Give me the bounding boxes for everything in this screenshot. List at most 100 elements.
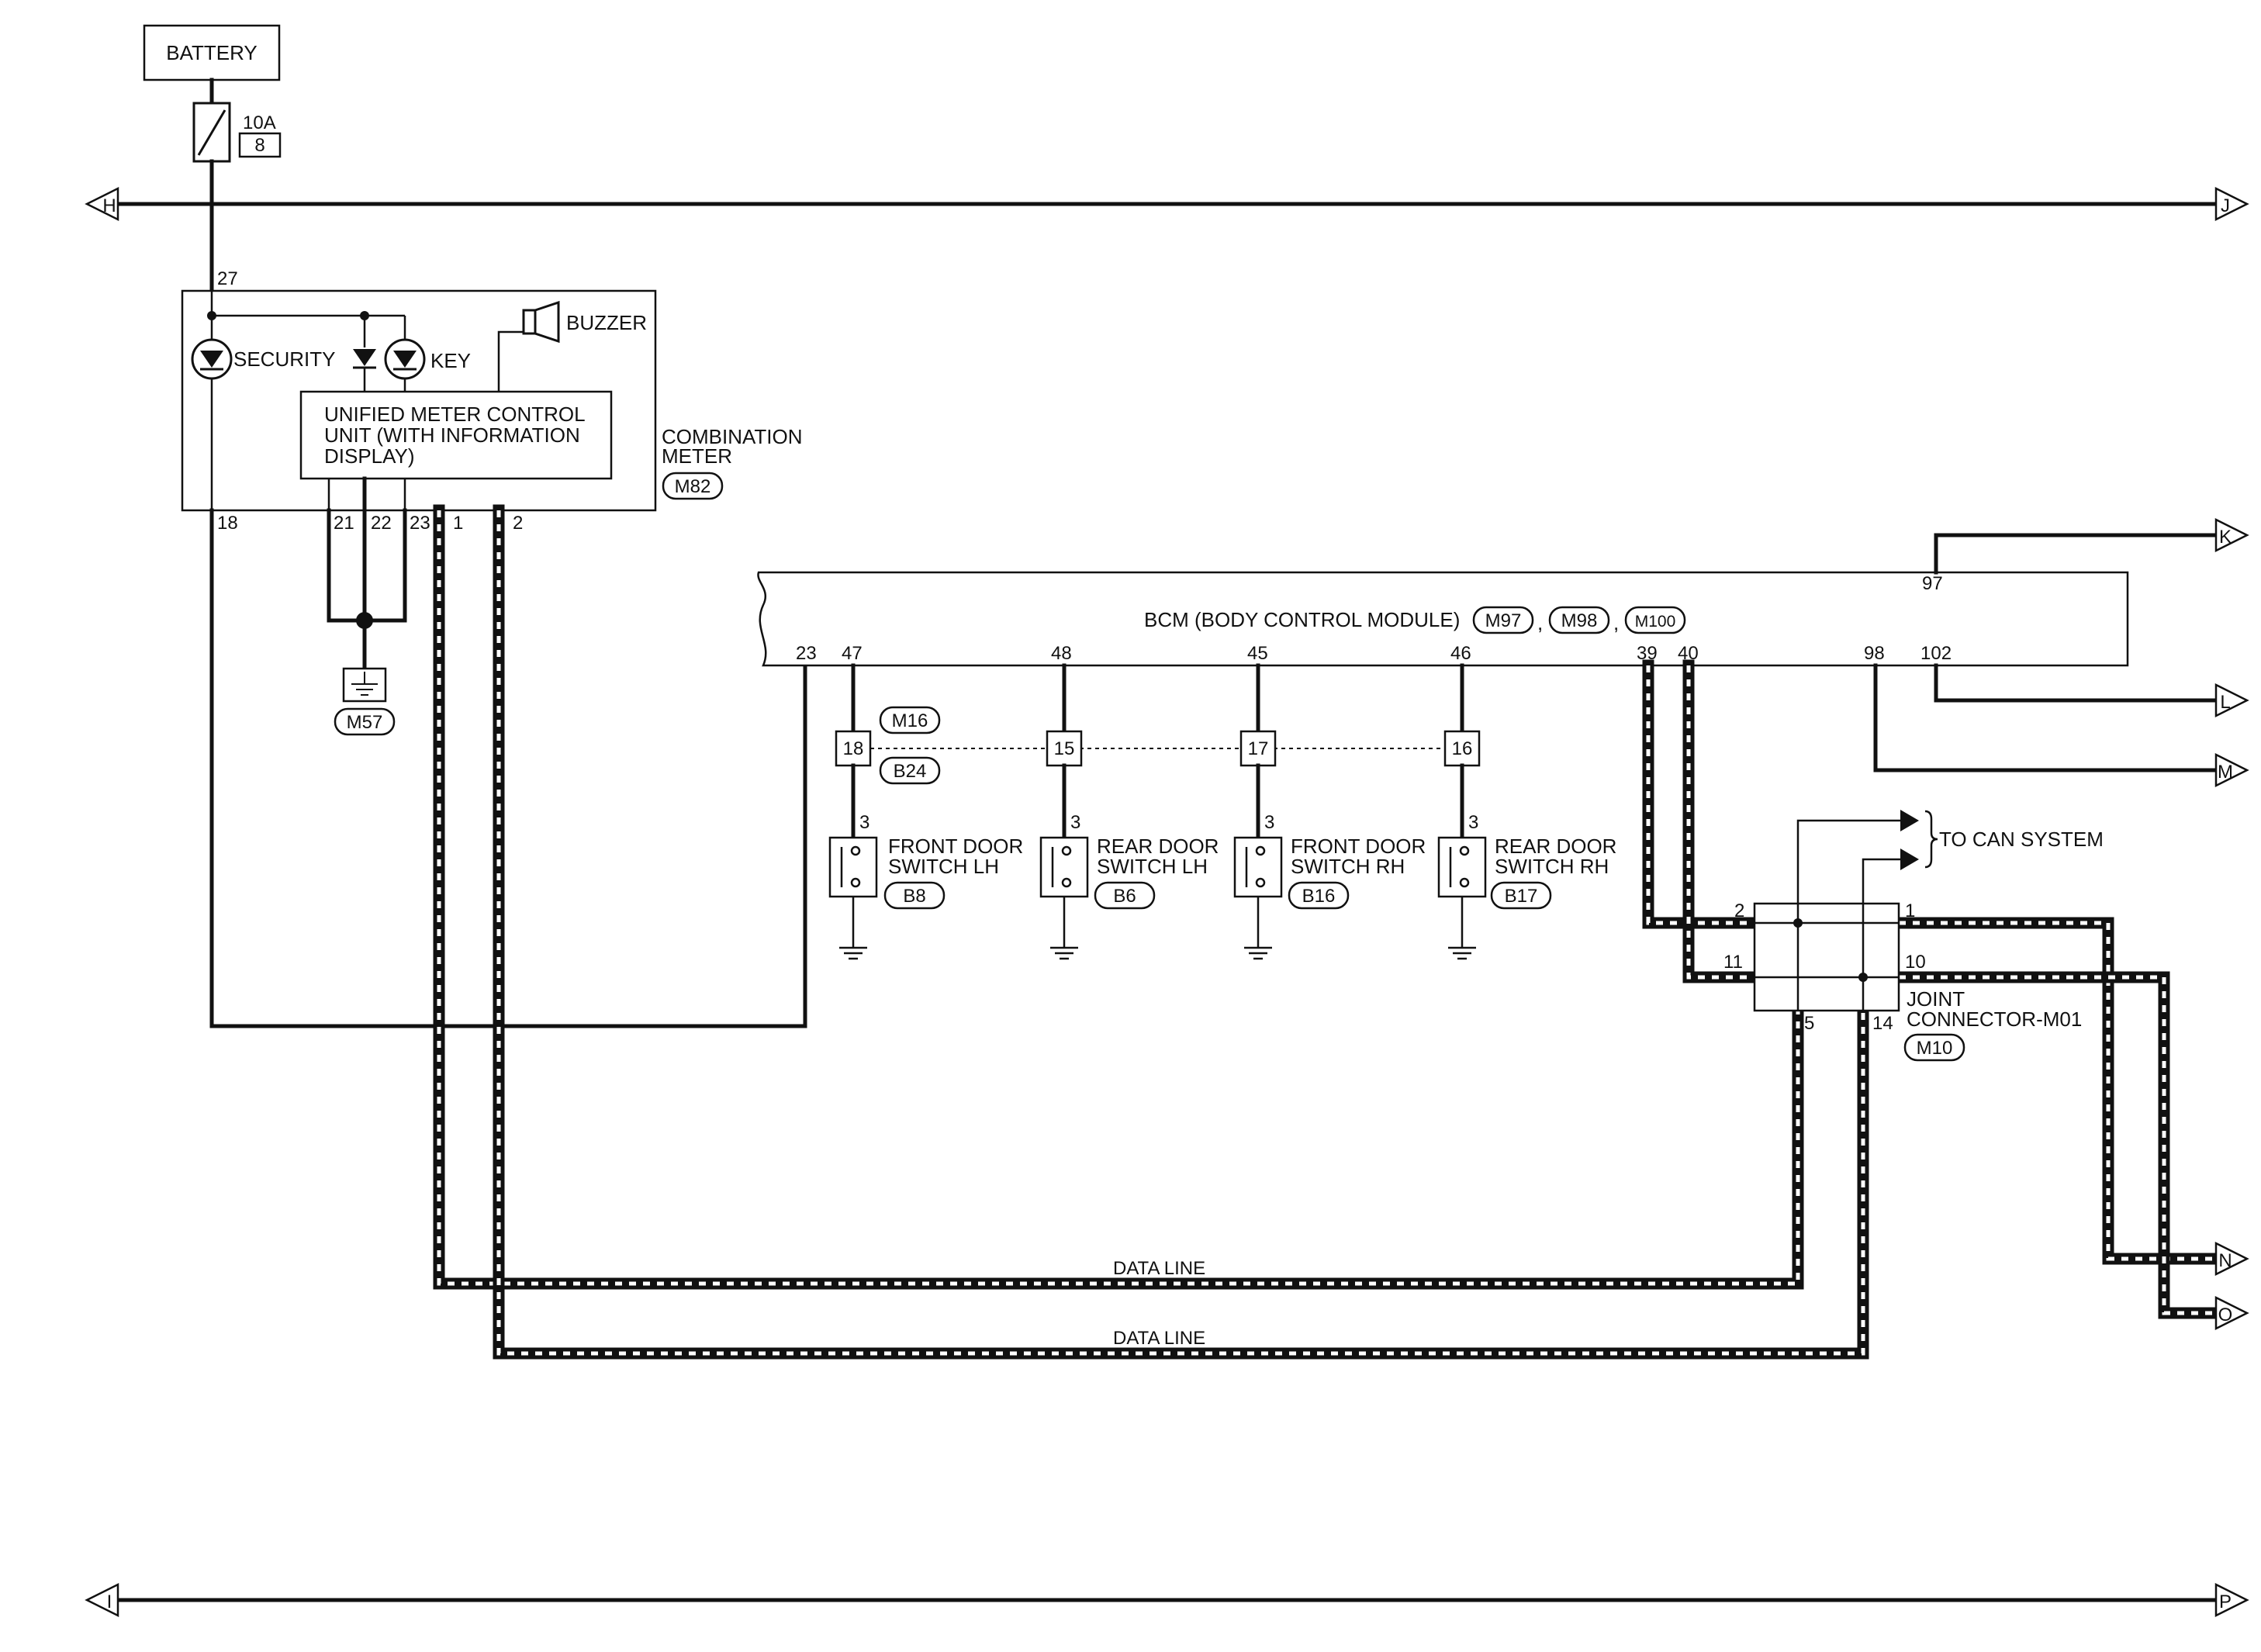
harness-pin-16: 16: [1452, 738, 1473, 759]
can-wire-2: [1862, 858, 1900, 977]
connector-b17: B17: [1505, 886, 1538, 907]
unified-meter-unit-line1: UNIFIED METER CONTROL: [324, 403, 586, 426]
offpage-l-arrow: [2214, 683, 2249, 718]
connector-m57-pill: [334, 707, 396, 736]
switch3-label-1: FRONT DOOR: [1291, 835, 1426, 858]
unified-meter-unit-line2: UNIT (WITH INFORMATION: [324, 423, 580, 447]
bcm-sep-2: ,: [1613, 611, 1619, 634]
switch2-label-2: SWITCH LH: [1097, 855, 1208, 878]
connector-m97: M97: [1485, 610, 1522, 631]
switch2-ground-icon: [1050, 946, 1078, 960]
switch3-label-2: SWITCH RH: [1291, 855, 1405, 878]
can-system-label: TO CAN SYSTEM: [1939, 828, 2104, 851]
combination-meter-label-1: COMBINATION: [662, 425, 803, 448]
buzzer-label: BUZZER: [566, 311, 647, 334]
ground-m57-icon: [342, 667, 387, 703]
offpage-i-arrow: [85, 1582, 119, 1618]
meter-pin-18: 18: [217, 513, 238, 534]
switch2-label-1: REAR DOOR: [1097, 835, 1219, 858]
connector-m82: M82: [675, 476, 711, 497]
front-door-switch-lh-icon: [828, 836, 878, 898]
switch2-pin: 3: [1070, 812, 1080, 833]
joint-pin-2: 2: [1734, 900, 1744, 921]
bcm-pin-45: 45: [1247, 643, 1268, 664]
offpage-k-label: K: [2219, 527, 2232, 548]
connector-b16: B16: [1302, 886, 1336, 907]
harness-pin-18: 18: [843, 738, 864, 759]
offpage-j-arrow: [2214, 186, 2249, 222]
security-label: SECURITY: [233, 347, 335, 371]
can-arrow-2: [1900, 848, 1919, 870]
security-led-icon: [191, 338, 233, 380]
bcm-pin-23: 23: [796, 643, 817, 664]
joint-connector-label-2: CONNECTOR-M01: [1907, 1007, 2082, 1031]
offpage-k-arrow: [2214, 517, 2249, 553]
connector-b6-pill: [1094, 881, 1156, 910]
harness-pin-box-2: [1046, 730, 1083, 767]
switch1-label-2: SWITCH LH: [888, 855, 999, 878]
wire-bcm102-to-l: [1934, 663, 2218, 703]
connector-b24: B24: [894, 761, 927, 782]
key-led-icon: [384, 338, 426, 380]
joint-connector-box: [1753, 902, 1900, 1012]
connector-m10-pill: [1903, 1033, 1965, 1062]
connector-m10: M10: [1917, 1038, 1953, 1059]
wire-meter18-to-bcm23: [209, 508, 807, 1028]
offpage-m-arrow: [2214, 752, 2249, 788]
offpage-m-label: M: [2218, 762, 2233, 783]
bcm-pin-48: 48: [1051, 643, 1072, 664]
offpage-i-label: I: [107, 1592, 112, 1612]
connector-b6: B6: [1113, 886, 1136, 907]
buzzer-icon: [522, 300, 560, 344]
offpage-p-label: P: [2219, 1592, 2232, 1612]
switch1-ground-icon: [839, 946, 867, 960]
data-line-bcm39: [1642, 659, 1761, 929]
connector-m82-pill: [662, 472, 724, 500]
bcm-pin-46: 46: [1450, 643, 1471, 664]
meter-pin-2: 2: [513, 513, 523, 534]
offpage-n-arrow: [2214, 1241, 2249, 1277]
offpage-j-label: J: [2221, 195, 2230, 216]
offpage-h-arrow: [85, 186, 119, 222]
bcm-label: BCM (BODY CONTROL MODULE): [1144, 608, 1460, 631]
data-line-to-o: [1893, 971, 2222, 1319]
joint-pin-14: 14: [1872, 1013, 1893, 1034]
switch3-pin: 3: [1264, 812, 1274, 833]
battery-box: [143, 24, 281, 81]
bcm-pin-47: 47: [842, 643, 863, 664]
joint-pin-5: 5: [1804, 1013, 1814, 1034]
can-brace-icon: [1924, 810, 1938, 869]
harness-pin-15: 15: [1054, 738, 1075, 759]
joint-pin-1: 1: [1905, 900, 1915, 921]
switch4-label-1: REAR DOOR: [1495, 835, 1616, 858]
meter-pin-23: 23: [410, 513, 430, 534]
connector-m16-pill: [879, 706, 941, 734]
bcm-sep-1: ,: [1537, 611, 1543, 634]
connector-m98: M98: [1561, 610, 1598, 631]
battery-label: BATTERY: [166, 41, 258, 64]
switch1-label-1: FRONT DOOR: [888, 835, 1023, 858]
data-line-lower-label: DATA LINE: [1113, 1328, 1205, 1349]
fuse-number: 8: [254, 135, 264, 156]
rear-door-switch-lh-icon: [1039, 836, 1089, 898]
joint-pin-10: 10: [1905, 952, 1926, 973]
data-line-lower: [493, 504, 1869, 1360]
meter-pin-21: 21: [334, 513, 354, 534]
fuse-symbol: [192, 102, 231, 163]
connector-b24-pill: [879, 756, 941, 785]
connector-m16: M16: [892, 710, 928, 731]
unified-meter-unit-line3: DISPLAY): [324, 444, 415, 468]
bcm-pin-97: 97: [1922, 573, 1943, 594]
offpage-o-arrow: [2214, 1295, 2249, 1331]
key-label: KEY: [430, 349, 471, 372]
harness-pin-box-4: [1443, 730, 1481, 767]
connector-m97-pill: [1472, 606, 1534, 634]
offpage-p-arrow: [2214, 1582, 2249, 1618]
connector-b8: B8: [903, 886, 925, 907]
unified-meter-unit-box: [299, 390, 613, 480]
connector-b16-pill: [1288, 881, 1350, 910]
offpage-o-label: O: [2218, 1305, 2233, 1325]
fuse-amp: 10A: [243, 112, 276, 133]
can-wire-1: [1796, 819, 1900, 923]
